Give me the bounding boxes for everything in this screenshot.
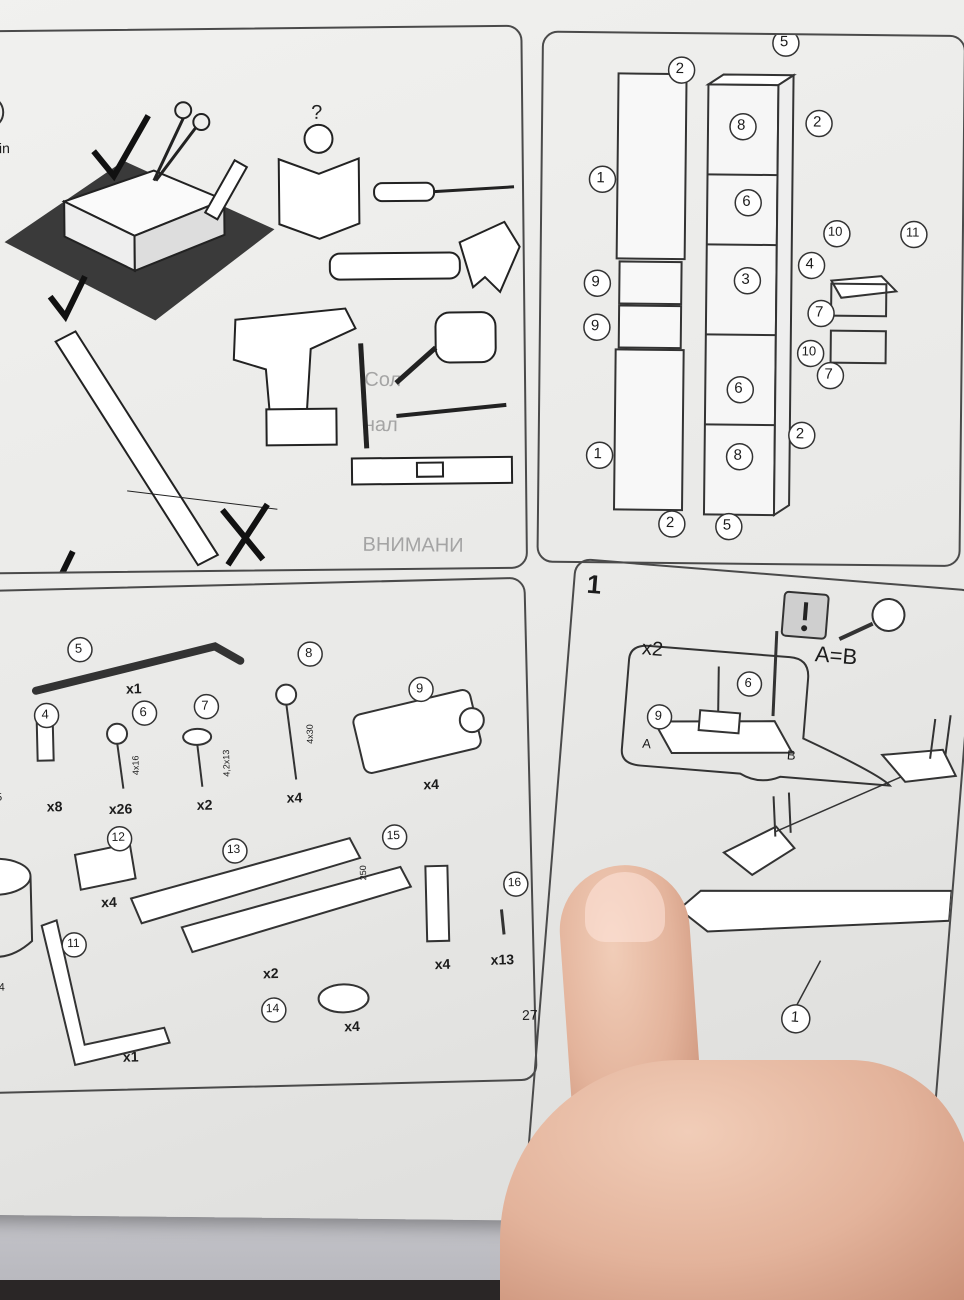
part-11-number: 11 [66,935,80,951]
callout-6b: 6 [734,379,743,397]
step-number: 1 [585,568,603,600]
instruction-sheet: Сол нал лл ВНИМАНИ [0,0,964,1226]
callout-3: 3 [741,270,750,288]
part-12-qty: x4 [100,893,117,911]
step-1-illustration [620,590,958,1034]
callout-2a: 2 [675,60,685,78]
callout-2c: 2 [795,425,805,443]
part-7-number: 7 [201,697,209,713]
callout-7b: 7 [824,365,833,383]
callout-7a: 7 [814,303,824,321]
callout-9: 9 [654,707,663,724]
callout-5a: 5 [779,33,789,51]
part-8-size: 4x30 [304,724,316,744]
callout-8a: 8 [736,116,746,134]
part-12-number: 12 [111,829,126,844]
callout-11: 11 [905,224,920,240]
callout-9b: 9 [590,317,600,335]
part-8-number: 8 [304,645,313,661]
part-14-qty: x4 [344,1017,361,1035]
callout-8b: 8 [733,446,743,464]
hand-palm [500,1060,964,1300]
part-8-qty: x4 [286,789,303,806]
hardware-illustration [0,636,529,1067]
part-13-number: 13 [226,841,241,857]
part-5-number: 5 [74,640,83,656]
part-9-qty: x4 [423,775,440,793]
part-15-qty: x4 [434,955,451,973]
part-5-qty: x1 [125,680,142,697]
callout-1a: 1 [596,169,605,187]
panel-step-1: 1 x2 A=B A B 6 9 1 [526,557,964,1193]
part-6-number: 6 [139,704,147,720]
part-13-size: 250 [357,865,369,881]
part-6-qty: x26 [108,800,133,818]
part-16-qty: x13 [490,951,515,968]
page-number: 27 [521,1006,538,1023]
callout-6a: 6 [742,192,751,210]
part-6-size: 4x16 [130,755,141,776]
edge-label-3: x5 [0,791,3,804]
part-13-qty: x2 [262,964,279,982]
part-15-number: 15 [386,827,401,843]
callout-4: 4 [805,255,815,273]
part-4-qty: x8 [46,798,63,815]
part-9-number: 9 [415,680,424,696]
part-7-size: 4,2x13 [220,749,232,777]
callout-10b: 10 [801,343,817,359]
shelf-exploded-view [583,32,928,541]
svg-text:?: ? [311,102,322,124]
panel-tools: ? [0,24,529,575]
multiplier-label: x2 [641,637,664,661]
callout-1b: 1 [593,445,603,463]
panel-hardware: 5 4 6 7 8 9 12 13 15 16 11 14 x1 x8 x26 … [0,576,538,1095]
callout-2b: 2 [812,113,822,131]
callout-2d: 2 [665,513,675,532]
part-4-number: 4 [41,706,49,722]
edge-label-4: x4 [0,981,5,994]
callout-1: 1 [790,1008,800,1027]
tools-illustration: ? [0,95,521,573]
point-b-label: B [786,747,797,763]
point-a-label: A [641,735,652,752]
panel-parts-overview: 1 1 2 2 2 2 3 4 5 5 6 6 7 7 8 8 9 9 10 1… [536,30,964,568]
equation-label: A=B [814,641,859,670]
callout-6: 6 [744,674,753,691]
part-7-qty: x2 [196,796,213,813]
part-14-number: 14 [265,1000,280,1016]
part-16-number: 16 [507,874,522,890]
part-11-qty: x1 [122,1048,139,1065]
thumbnail [585,872,665,942]
callout-5b: 5 [722,516,732,534]
callout-10a: 10 [827,223,843,239]
callout-9a: 9 [591,273,600,291]
time-label: 0 min [0,140,10,157]
